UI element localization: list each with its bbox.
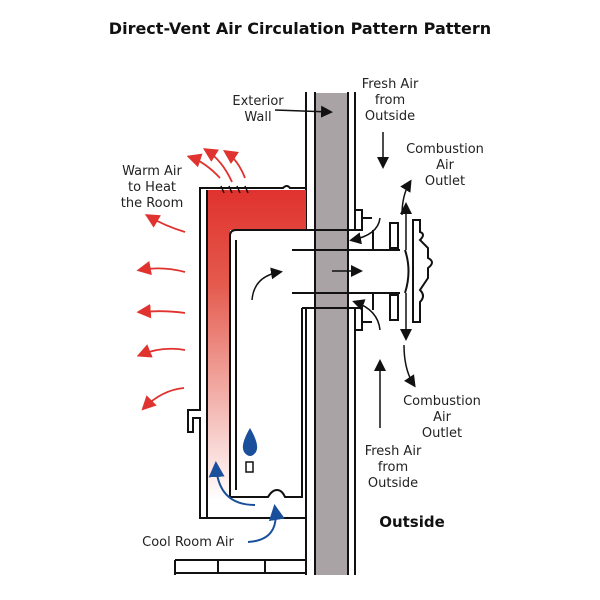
label-outside: Outside xyxy=(379,513,445,531)
svg-text:Air: Air xyxy=(436,158,455,173)
flame-icon xyxy=(242,428,258,456)
label-fresh-air-top: Fresh Air from Outside xyxy=(362,77,419,124)
svg-text:Outlet: Outlet xyxy=(422,426,462,441)
diagram-title: Direct-Vent Air Circulation Pattern Patt… xyxy=(109,19,491,38)
fireplace-outline xyxy=(174,185,306,575)
wall-lines xyxy=(305,92,356,575)
svg-text:Fresh Air: Fresh Air xyxy=(362,77,419,92)
label-combustion-bottom: Combustion Air Outlet xyxy=(403,394,481,441)
svg-text:to Heat: to Heat xyxy=(128,180,176,195)
svg-text:Outside: Outside xyxy=(365,109,415,124)
svg-text:Wall: Wall xyxy=(244,110,271,125)
svg-text:the Room: the Room xyxy=(121,196,184,211)
svg-text:Fresh Air: Fresh Air xyxy=(365,444,422,459)
svg-text:Warm Air: Warm Air xyxy=(122,164,182,179)
svg-text:Combustion: Combustion xyxy=(403,394,481,409)
burner-icon xyxy=(245,461,254,473)
flow-arrows xyxy=(251,105,416,428)
svg-text:Outside: Outside xyxy=(368,476,418,491)
vent-pipe xyxy=(292,209,433,331)
label-cool-room-air: Cool Room Air xyxy=(142,535,234,550)
heat-exchanger xyxy=(207,190,306,500)
label-combustion-top: Combustion Air Outlet xyxy=(406,142,484,189)
svg-text:Outlet: Outlet xyxy=(425,174,465,189)
exterior-wall xyxy=(315,93,348,575)
svg-text:from: from xyxy=(378,460,408,475)
label-exterior-wall: Exterior Wall xyxy=(232,94,284,125)
svg-text:Combustion: Combustion xyxy=(406,142,484,157)
svg-text:Exterior: Exterior xyxy=(232,94,284,109)
heat-vent-grille xyxy=(220,185,249,194)
cool-air-arrows xyxy=(208,461,285,543)
label-fresh-air-bottom: Fresh Air from Outside xyxy=(365,444,422,491)
svg-text:from: from xyxy=(375,93,405,108)
label-warm-air: Warm Air to Heat the Room xyxy=(121,164,184,211)
svg-text:Air: Air xyxy=(433,410,452,425)
warm-air-arrows xyxy=(136,148,246,411)
